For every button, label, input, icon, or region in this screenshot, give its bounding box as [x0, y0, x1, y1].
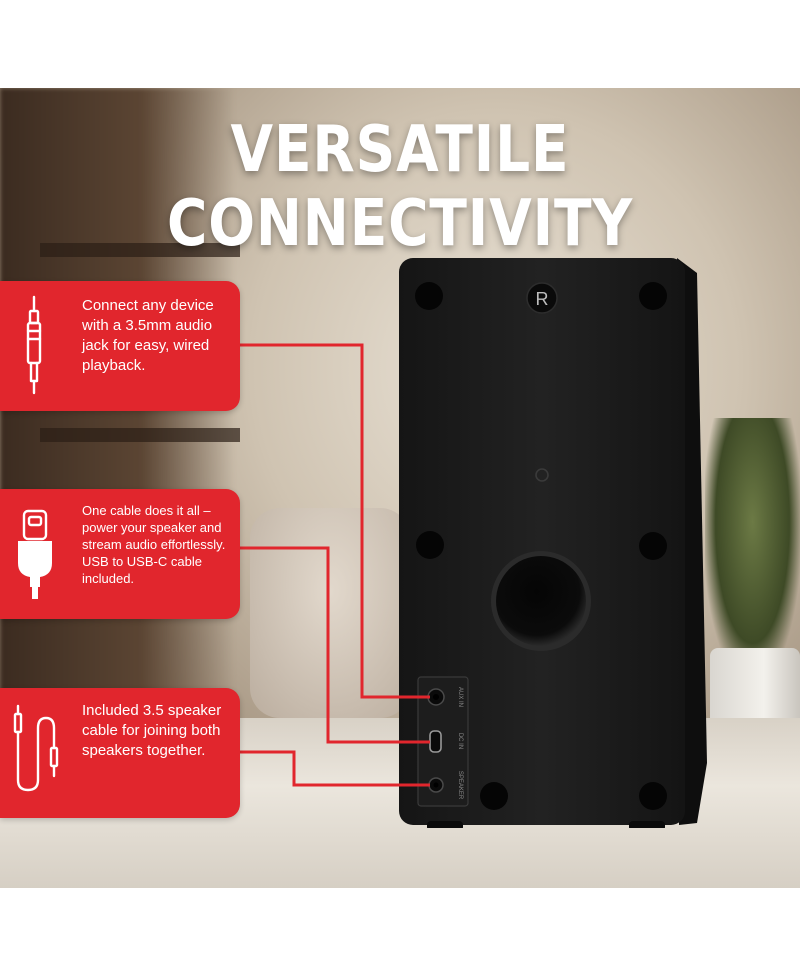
- screw-hole: [639, 532, 667, 560]
- speaker-out-jack-hole: [433, 782, 439, 788]
- feature-card-cable: Included 3.5 speaker cable for joining b…: [0, 688, 240, 818]
- feature-text-cable: Included 3.5 speaker cable for joining b…: [82, 702, 222, 759]
- speaker-foot: [629, 821, 665, 828]
- shelf-board: [40, 428, 240, 442]
- mic-hole: [535, 468, 549, 482]
- port-label-aux: AUX IN: [457, 687, 463, 707]
- port-label-speaker: SPEAKER: [457, 771, 463, 800]
- port-label-dc: DC IN: [457, 733, 463, 749]
- headline: VERSATILE CONNECTIVITY: [166, 113, 634, 261]
- speaker-rear-panel: R AUX IN DC IN SPEAKER: [397, 253, 707, 828]
- feature-text-usb-c: One cable does it all – power your speak…: [82, 503, 226, 586]
- speaker-foot: [427, 821, 463, 828]
- aux-jack-icon: [10, 281, 66, 411]
- screw-hole: [639, 782, 667, 810]
- screw-hole: [416, 531, 444, 559]
- channel-badge: R: [536, 289, 549, 309]
- feature-card-aux: Connect any device with a 3.5mm audio ja…: [0, 281, 240, 411]
- audio-cable-icon: [10, 688, 66, 818]
- screw-hole: [480, 782, 508, 810]
- usb-c-plug-icon: [10, 489, 66, 619]
- screw-hole: [415, 282, 443, 310]
- channel-badge-circle: [526, 282, 558, 314]
- bass-port: [496, 556, 586, 646]
- feature-text-aux: Connect any device with a 3.5mm audio ja…: [82, 297, 214, 374]
- speaker-body: [399, 258, 685, 825]
- speaker-svg: R AUX IN DC IN SPEAKER: [399, 258, 707, 828]
- aux-in-jack-hole: [433, 694, 439, 700]
- feature-card-usb-c: One cable does it all – power your speak…: [0, 489, 240, 619]
- plant-blur: [705, 418, 800, 678]
- screw-hole: [639, 282, 667, 310]
- shelf-board: [40, 243, 240, 257]
- dc-in-port: [429, 730, 442, 753]
- sofa-pillow-blur: [250, 508, 410, 718]
